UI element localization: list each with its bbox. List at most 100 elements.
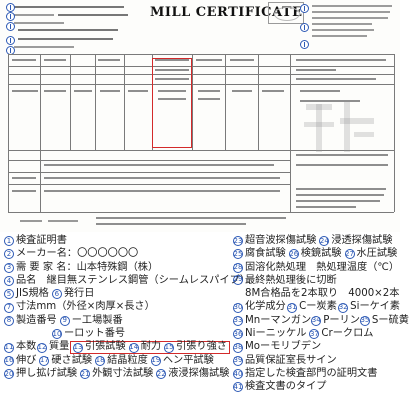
circled-number: 2 (4, 249, 14, 260)
circled-number: 38 (233, 342, 243, 353)
legend-item-label: 浸透探傷試験 (331, 235, 393, 246)
circled-number: 39 (233, 355, 243, 366)
legend-item-label: 水圧試験 (356, 248, 398, 260)
circled-number: 18 (95, 355, 106, 366)
table-cell (300, 90, 340, 92)
header-text-line (14, 6, 124, 8)
legend-item-label: 超音波探傷試験 (245, 235, 317, 246)
legend-item-label: ーロット番号 (64, 328, 126, 340)
watermark-icon (300, 96, 380, 158)
column-header (196, 59, 222, 61)
table-cell (198, 90, 220, 92)
header-text-line (14, 22, 64, 24)
legend-item-label: 押し拡げ試験 (16, 367, 78, 379)
legend-item-label: Niーニッケル (245, 328, 307, 340)
header-text-line (312, 11, 390, 13)
column-header (44, 59, 66, 61)
circled-number: 6 (51, 289, 62, 300)
legend-item: 2 メーカー名：〇〇〇〇〇〇 (4, 247, 230, 260)
circled-number: 7 (4, 302, 14, 313)
legend-row: 23 超音波探傷試験 24 浸透探傷試験 (233, 234, 400, 247)
inspection-statement (296, 200, 380, 202)
legend-item-label: メーカー名：〇〇〇〇〇〇 (16, 248, 139, 260)
column-header (296, 59, 386, 61)
legend-item: 28 固溶化熱処理 熱処理温度（℃） (233, 261, 400, 274)
circled-number: 10 (52, 329, 62, 340)
table-border (8, 172, 290, 173)
table-cell (158, 90, 186, 92)
legend-item: 40 指定した検査部門の証明文書 (233, 367, 400, 380)
table-cell (12, 90, 38, 92)
legend-item-label: 外観寸法試験 (92, 367, 154, 379)
legend-item-label: Mnーマンガン (245, 314, 312, 326)
circled-number: 36 (233, 329, 243, 340)
chemical-cell (44, 190, 280, 192)
legend-item-label: 液浸探傷試験 (168, 367, 230, 379)
inspection-statement (296, 188, 386, 190)
inspection-statement (296, 194, 384, 196)
header-text-line (312, 29, 374, 31)
column-header (296, 69, 336, 71)
circled-number: 13 (72, 342, 83, 353)
legend-item: 10 ーロット番号 (4, 327, 230, 340)
column-header (98, 59, 120, 61)
table-cell (74, 90, 92, 92)
circled-number: 31 (287, 302, 298, 313)
legend-row: 36 Niーニッケル 37 Crークロム (233, 327, 400, 340)
legend-item: 41 検査文書のタイプ (233, 380, 400, 393)
legend-row: 5 JIS規格 6 発行日 (4, 287, 230, 300)
legend-item-label: 腐食試験 (245, 248, 286, 260)
legend-row: 16 伸び 17 硬さ試験 18 結晶粒度 19 ヘン平試験 (4, 354, 230, 367)
chemical-cell (44, 177, 280, 179)
legend-item-label: Cー炭素 (299, 301, 337, 313)
legend-item: 1 検査証明書 (4, 234, 230, 247)
legend-item-label: 検査文書のタイプ (245, 381, 327, 393)
table-border (40, 54, 41, 212)
legend-item: 39 品質保証室長サイン (233, 354, 400, 367)
circled-number: 15 (164, 342, 175, 353)
legend-row: 33 Mnーマンガン 34 Pーリン 35 Sー硫黄 (233, 314, 409, 327)
column-header (12, 59, 36, 61)
chemical-cell (12, 177, 36, 179)
circled-number: 26 (288, 249, 299, 260)
legend-item-label: 検査証明書 (16, 235, 67, 246)
header-text-line (312, 5, 392, 7)
column-header (230, 59, 254, 61)
legend-item-label: 製造番号 (16, 314, 57, 326)
heat-treatment-line (296, 154, 388, 156)
legend-item-label: Crークロム (321, 328, 374, 340)
circled-number: 11 (4, 342, 14, 353)
table-cell (44, 90, 66, 92)
marker-6-icon (300, 4, 309, 13)
table-cell (300, 100, 360, 102)
signature-icon (20, 215, 80, 227)
circled-number: 12 (36, 342, 47, 353)
circled-number: 8 (4, 315, 14, 326)
circled-number: 34 (311, 315, 322, 326)
legend-item: 29 最終熱処理後に切断 8M合格品を2本取り 4000×2本 (233, 274, 400, 301)
legend-item: 4 品名 継目無ステンレス鋼管（シームレスパイプ） (4, 274, 250, 287)
circled-number: 23 (233, 236, 243, 247)
legend-row: 25 腐食試験 26 検鏡試験 27 水圧試験 (233, 247, 400, 260)
marker-2-icon (6, 12, 15, 21)
circled-number: 22 (156, 369, 167, 380)
marker-3-icon (6, 22, 15, 31)
circled-number: 37 (309, 329, 320, 340)
circled-number: 29 (233, 274, 243, 285)
mill-certificate: MILL CERTIFICATE (6, 2, 395, 227)
marker-7-icon (300, 23, 309, 32)
legend-item-label: Moーモリブデン (245, 341, 322, 353)
legend-item: 3 需 要 家 名：山本特殊鋼（株） (4, 261, 230, 274)
legend-item-label: 寸法mm（外径×肉厚×長さ） (16, 301, 155, 313)
circled-number: 35 (359, 315, 370, 326)
header-text-line (18, 38, 113, 40)
circled-number: 16 (4, 355, 14, 366)
circled-number: 20 (4, 369, 14, 380)
table-border (8, 84, 394, 85)
header-text-line (18, 29, 118, 31)
table-cell (232, 90, 252, 92)
legend-item-label: 耐力 (140, 341, 162, 353)
legend-row: 11 本数 12 質量 13 引張試験 14 耐力 15 引張り強さ (4, 340, 230, 354)
column-header (155, 78, 189, 80)
marker-8-icon (300, 40, 309, 49)
